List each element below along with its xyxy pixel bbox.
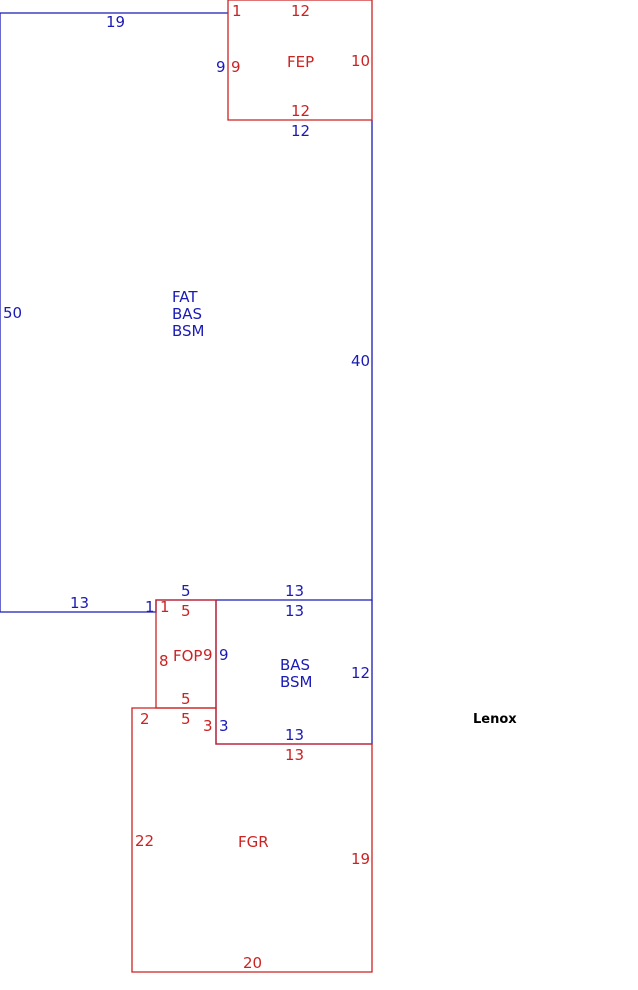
fop-bottom-outer-dimension: 5 — [181, 710, 191, 728]
street-label: Lenox — [473, 712, 517, 727]
fep-right-dimension: 10 — [351, 52, 370, 70]
rear-right-dimension: 12 — [351, 664, 370, 682]
main-top-dimension: 19 — [106, 13, 125, 31]
main-left-dimension: 50 — [3, 304, 22, 322]
main-bottom-notch-dimension: 1 — [145, 598, 155, 616]
main-right-dimension: 40 — [351, 352, 370, 370]
main-area-code-1: FAT — [172, 288, 198, 306]
fop-bottom-inner-dimension: 5 — [181, 690, 191, 708]
fgr-left-dimension: 22 — [135, 832, 154, 850]
rear-left-outer-dimension: 9 — [219, 646, 229, 664]
fgr-top-left-dimension: 2 — [140, 710, 150, 728]
rear-area-code-1: BAS — [280, 656, 310, 674]
fgr-area-code: FGR — [238, 833, 269, 851]
fgr-bottom-dimension: 20 — [243, 954, 262, 972]
fep-left-inner-dimension: 9 — [231, 58, 241, 76]
rear-bottom-outer-dimension: 13 — [285, 746, 304, 764]
fgr-right-dimension: 19 — [351, 850, 370, 868]
fop-top-outer-dimension: 5 — [181, 582, 191, 600]
main-area-code-2: BAS — [172, 305, 202, 323]
garage-outline — [131, 707, 373, 973]
rear-top-inner-dimension: 13 — [285, 602, 304, 620]
fep-area-code: FEP — [287, 53, 314, 71]
rear-top-outer-dimension: 13 — [285, 582, 304, 600]
fop-top-inner-dimension: 5 — [181, 602, 191, 620]
fop-right-dimension: 9 — [203, 646, 213, 664]
enclosed-porch-outline — [227, 0, 373, 121]
rear-left-step-dimension: 3 — [219, 717, 229, 735]
fop-area-code: FOP — [173, 647, 202, 665]
fep-top-dimension: 12 — [291, 2, 310, 20]
rear-area-code-2: BSM — [280, 673, 313, 691]
fep-top-notch-dimension: 1 — [232, 2, 242, 20]
rear-bottom-inner-dimension: 13 — [285, 726, 304, 744]
fop-top-notch-dimension: 1 — [160, 598, 170, 616]
fop-left-dimension: 8 — [159, 652, 169, 670]
fep-bottom-outer-dimension: 12 — [291, 122, 310, 140]
fgr-step-dimension: 3 — [203, 717, 213, 735]
fep-left-outer-dimension: 9 — [216, 58, 226, 76]
main-bottom-left-dimension: 13 — [70, 594, 89, 612]
fep-bottom-inner-dimension: 12 — [291, 102, 310, 120]
main-area-code-3: BSM — [172, 322, 205, 340]
